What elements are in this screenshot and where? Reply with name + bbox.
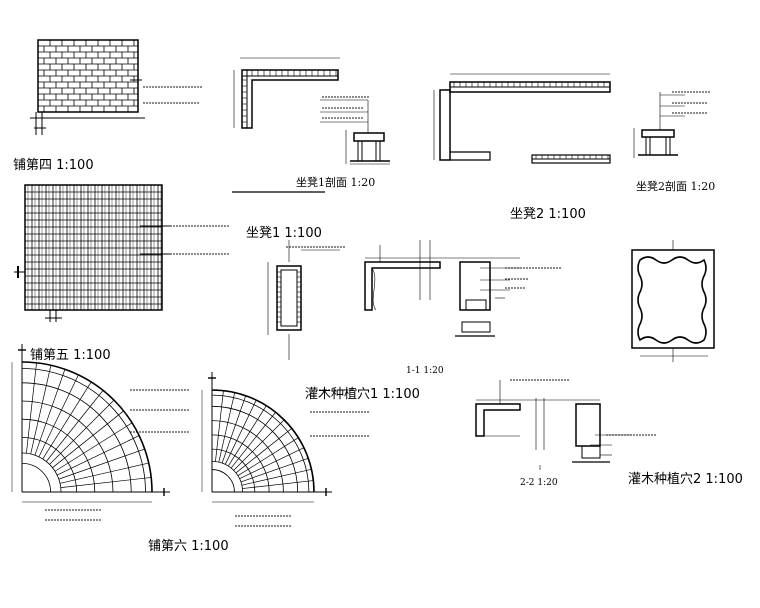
bench-2-section bbox=[633, 92, 685, 158]
title-paving-6: 铺第六 1:100 bbox=[148, 539, 229, 554]
title-paving-4: 铺第四 1:100 bbox=[13, 158, 94, 173]
title-shrub-pit-1: 灌木种植穴1 1:100 bbox=[305, 387, 420, 402]
title-shrub-pit-2: 灌木种植穴2 1:100 bbox=[628, 472, 743, 487]
bench-2-plan bbox=[433, 73, 611, 164]
shrub-pit-2-plan bbox=[631, 240, 715, 362]
shrub-pit-1-plan bbox=[267, 240, 340, 360]
paving-4-plan bbox=[30, 39, 145, 135]
section-2-2 bbox=[475, 380, 630, 470]
title-bench-1: 坐凳1 1:100 bbox=[246, 226, 322, 241]
title-paving-5: 铺第五 1:100 bbox=[30, 348, 111, 363]
title-bench-2: 坐凳2 1:100 bbox=[510, 207, 586, 222]
bench-1-plan bbox=[232, 57, 340, 193]
paving-5-plan bbox=[14, 184, 170, 322]
title-bench-2-section: 坐凳2剖面 1:20 bbox=[636, 180, 716, 193]
section-1-1 bbox=[364, 240, 520, 337]
title-bench-1-section: 坐凳1剖面 1:20 bbox=[296, 176, 376, 189]
paving-6-plan-a bbox=[11, 344, 170, 503]
paving-6-plan-b bbox=[201, 372, 332, 503]
title-section-1-1: 1-1 1:20 bbox=[406, 366, 444, 376]
title-section-2-2: 2-2 1:20 bbox=[520, 478, 558, 488]
bench-1-section bbox=[320, 99, 390, 165]
